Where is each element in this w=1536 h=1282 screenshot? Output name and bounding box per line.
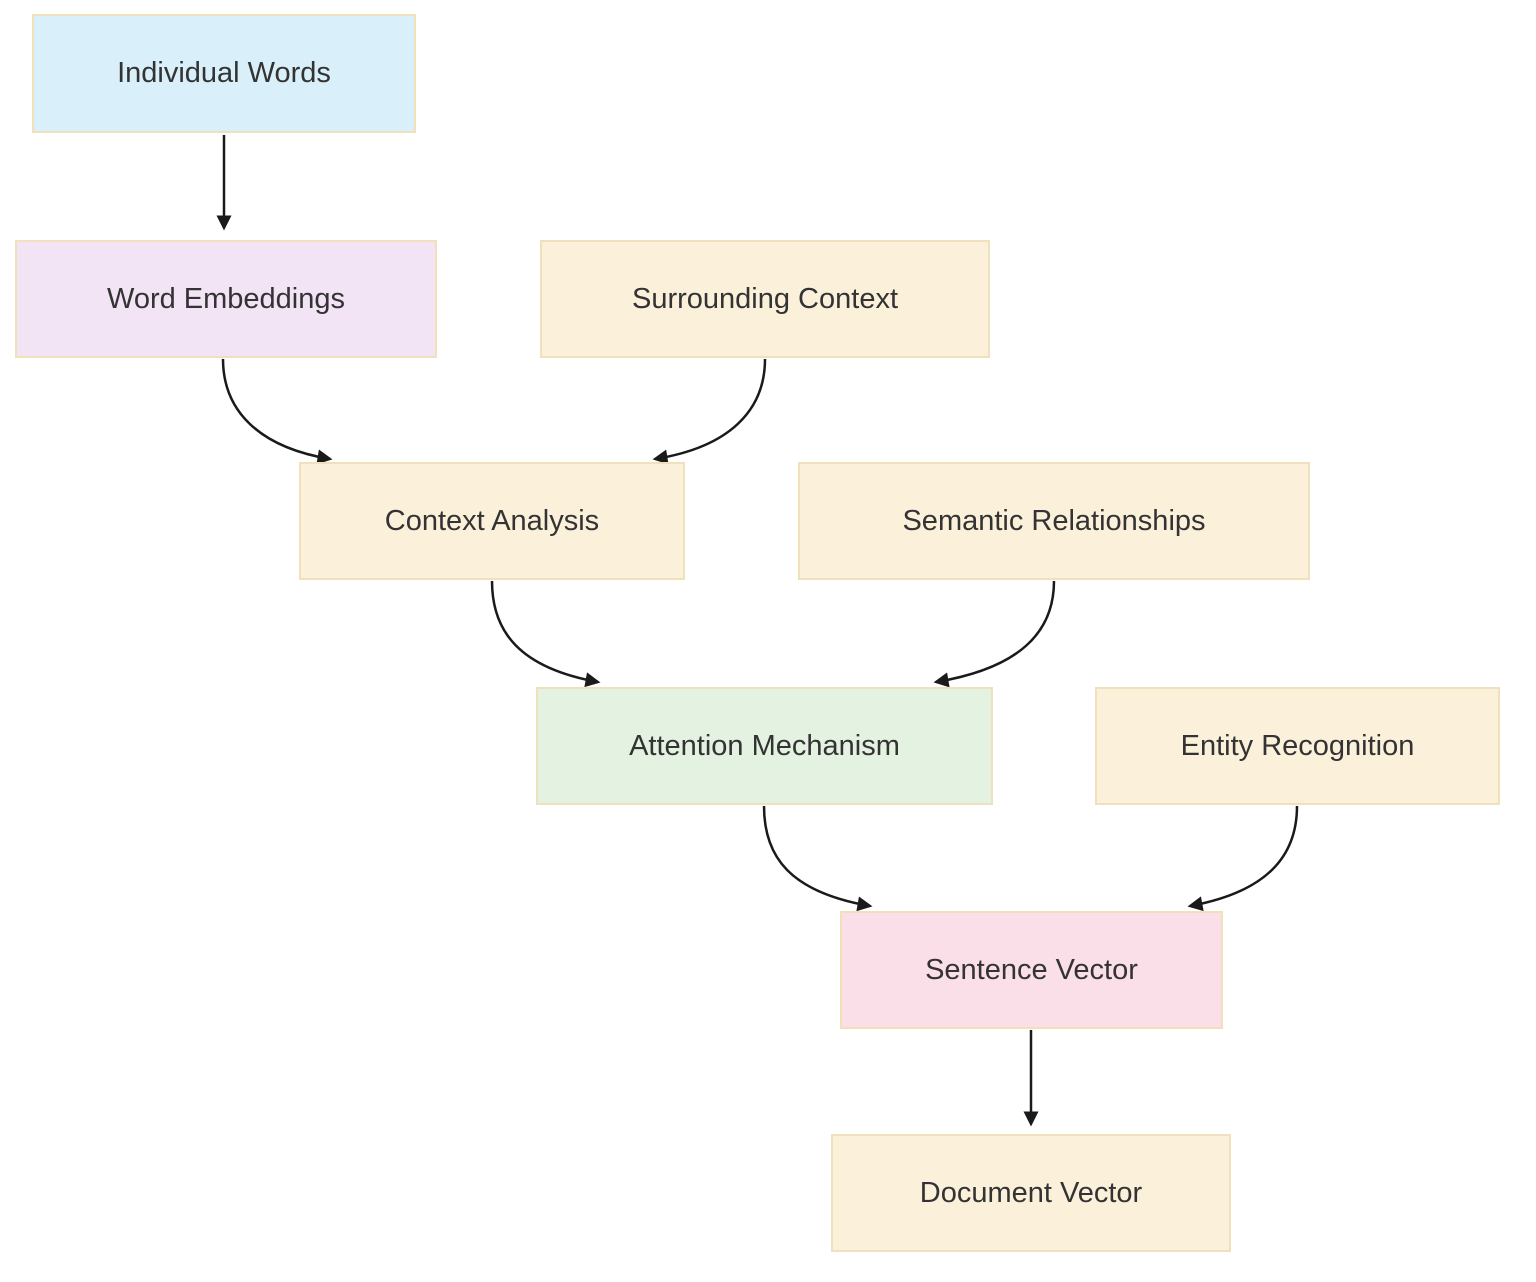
edge-entity-recognition-to-sentence-vector: [1187, 805, 1299, 912]
node-individual-words: Individual Words: [32, 14, 416, 133]
node-label: Context Analysis: [384, 504, 600, 537]
edge-context-analysis-to-attention-mechanism: [490, 580, 601, 688]
node-label: Word Embeddings: [106, 282, 346, 315]
node-context-analysis: Context Analysis: [299, 462, 685, 580]
edge-attention-mechanism-to-sentence-vector: [762, 805, 873, 912]
node-label: Attention Mechanism: [629, 729, 900, 762]
node-document-vector: Document Vector: [831, 1134, 1231, 1252]
node-label: Document Vector: [919, 1176, 1143, 1209]
node-label: Semantic Relationships: [902, 504, 1206, 537]
edge-semantic-relationships-to-attention-mechanism: [933, 580, 1056, 688]
node-label: Entity Recognition: [1180, 729, 1415, 762]
edge-word-embeddings-to-context-analysis: [221, 358, 333, 465]
node-word-embeddings: Word Embeddings: [15, 240, 437, 358]
node-entity-recognition: Entity Recognition: [1095, 687, 1500, 805]
edge-surrounding-context-to-context-analysis: [652, 358, 767, 465]
node-label: Surrounding Context: [632, 282, 898, 315]
node-sentence-vector: Sentence Vector: [840, 911, 1223, 1029]
node-surrounding-context: Surrounding Context: [540, 240, 990, 358]
node-semantic-relationships: Semantic Relationships: [798, 462, 1310, 580]
node-label: Sentence Vector: [925, 953, 1138, 986]
node-attention-mechanism: Attention Mechanism: [536, 687, 993, 805]
node-label: Individual Words: [117, 57, 331, 90]
